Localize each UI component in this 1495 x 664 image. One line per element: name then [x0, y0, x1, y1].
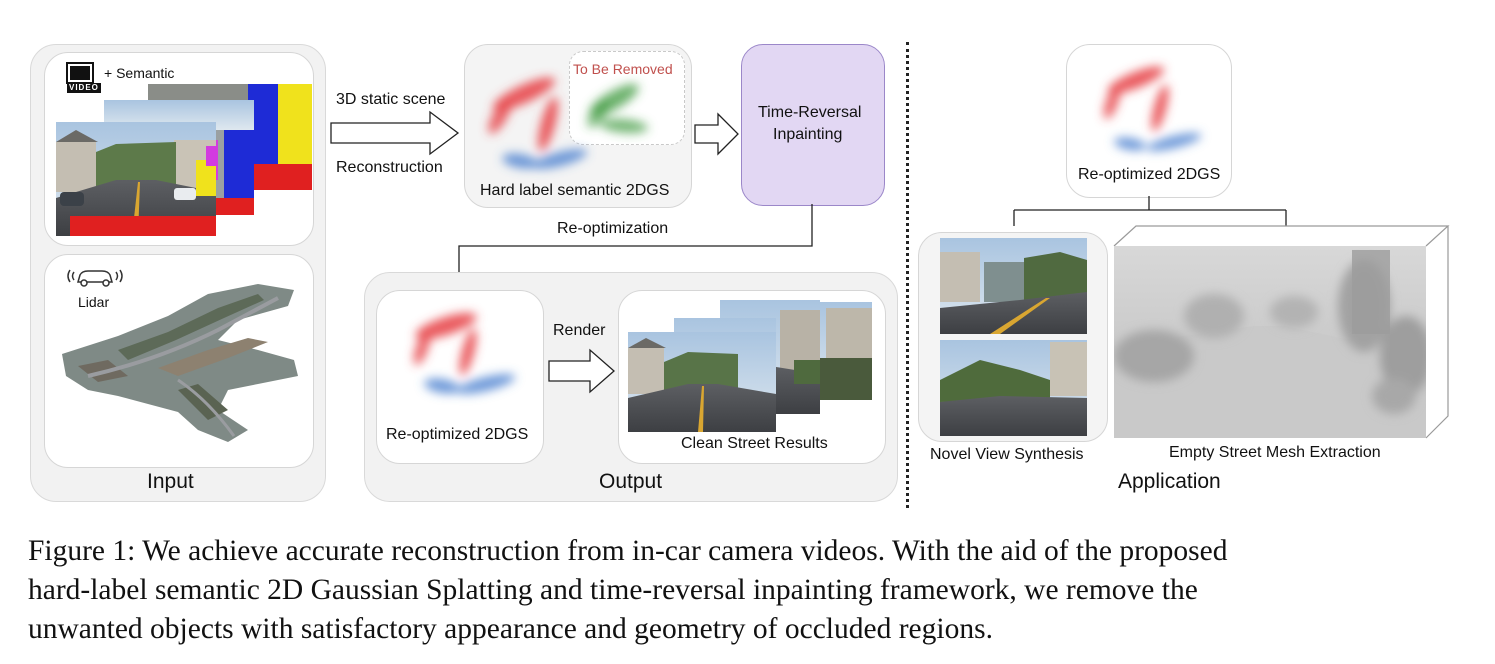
arrow-bottom-label: Reconstruction — [336, 159, 443, 176]
render-label: Render — [553, 322, 606, 339]
figure-caption-line-2: hard-label semantic 2D Gaussian Splattin… — [28, 574, 1198, 606]
input-title: Input — [147, 470, 194, 493]
result-frame-front — [628, 332, 776, 432]
gaussian-splats-application — [1066, 44, 1230, 196]
lidar-label: Lidar — [78, 294, 110, 310]
application-title: Application — [1118, 470, 1221, 493]
output-reopt-caption: Re-optimized 2DGS — [386, 426, 529, 443]
output-title: Output — [599, 470, 663, 493]
figure-caption-line-3: unwanted objects with satisfactory appea… — [28, 613, 993, 645]
reoptimization-label: Re-optimization — [557, 220, 669, 237]
novel-view-caption: Novel View Synthesis — [930, 446, 1084, 463]
semantic-label: + Semantic — [104, 65, 175, 81]
render-arrow — [548, 348, 616, 394]
hard-label-caption: Hard label semantic 2DGS — [480, 182, 670, 199]
input-frame-front-mask-edge — [70, 216, 216, 236]
result-frame-back-2 — [820, 302, 872, 400]
novel-view-frame-1 — [940, 238, 1087, 334]
inpainting-line2: Inpainting — [773, 126, 843, 143]
mesh-box-frame — [1112, 224, 1454, 442]
application-bracket — [1008, 196, 1290, 228]
app-reopt-caption: Re-optimized 2DGS — [1078, 166, 1221, 183]
inpainting-line1: Time-Reversal — [758, 104, 862, 121]
reconstruction-arrow — [330, 110, 460, 156]
arrow-top-label: 3D static scene — [336, 91, 446, 108]
inpainting-arrow — [694, 112, 740, 156]
car-sensor-icon — [64, 262, 126, 290]
novel-view-frame-2 — [940, 340, 1087, 436]
inpainting-box — [741, 44, 885, 206]
gaussian-splats-hard-label — [464, 44, 690, 206]
lidar-point-cloud — [58, 280, 304, 450]
results-caption: Clean Street Results — [681, 435, 828, 452]
remove-label: To Be Removed — [573, 61, 673, 77]
mesh-caption: Empty Street Mesh Extraction — [1169, 444, 1381, 461]
section-divider — [906, 42, 909, 508]
video-badge: VIDEO — [69, 83, 99, 92]
figure-caption: Figure 1: We achieve accurate reconstruc… — [28, 532, 1468, 649]
figure-caption-line-1: Figure 1: We achieve accurate reconstruc… — [28, 535, 1228, 567]
video-icon — [66, 62, 102, 94]
mesh-extraction-image — [1114, 246, 1426, 438]
gaussian-splats-output — [376, 290, 542, 462]
